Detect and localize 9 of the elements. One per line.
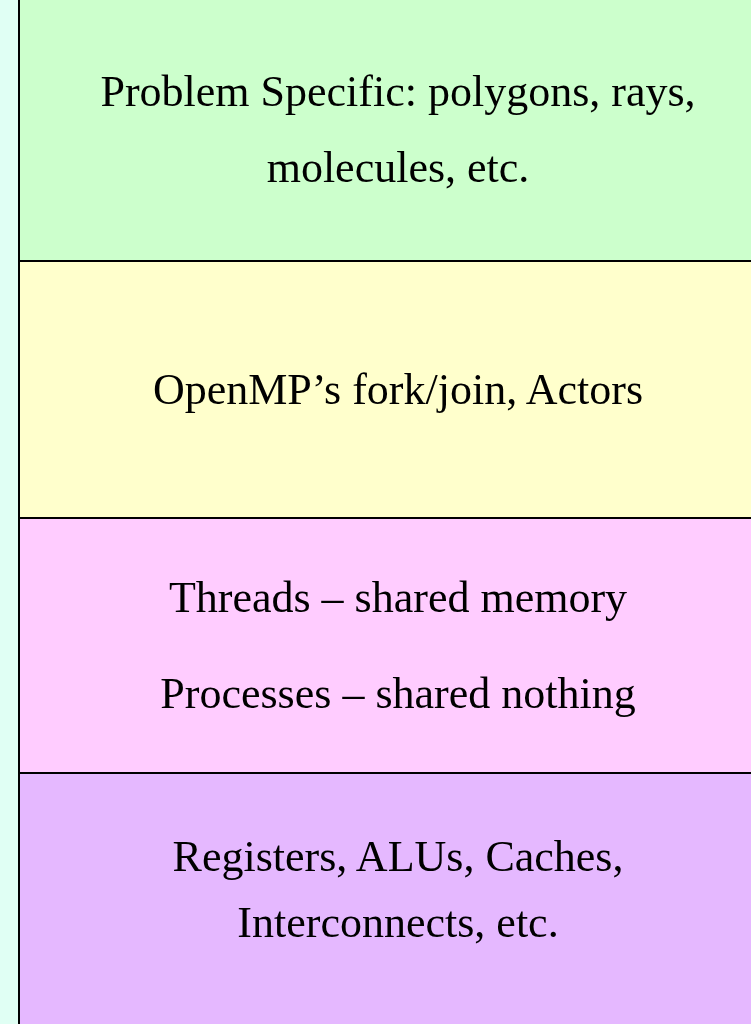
layer-band — [18, 260, 751, 519]
layer-band — [18, 517, 751, 774]
layer-text: Processes – shared nothing — [159, 667, 637, 720]
layer-band — [18, 0, 751, 262]
layer-text: Threads – shared memory — [167, 571, 629, 624]
layer-text: Problem Specific: polygons, rays, molecules, etc. — [99, 66, 697, 194]
layer-text: Registers, ALUs, Caches, Interconnects, etc. — [171, 831, 625, 949]
layer-text: OpenMP’s fork/join, Actors — [151, 363, 645, 416]
layer-band — [18, 772, 751, 1024]
